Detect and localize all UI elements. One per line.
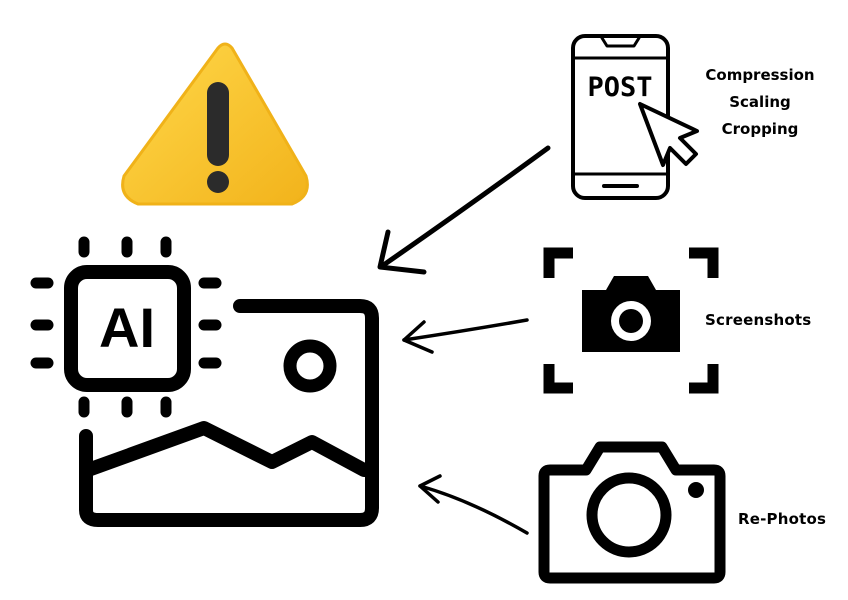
camera-icon <box>538 441 726 584</box>
ai-image-icon <box>30 236 379 527</box>
exclamation-dot <box>207 171 229 193</box>
arrow-rephotos-to-image <box>418 474 529 535</box>
label-screenshots: Screenshots <box>705 311 812 329</box>
arrow-screenshots-to-image <box>402 318 529 354</box>
label-scaling: Scaling <box>729 93 791 111</box>
camera-body-small <box>582 276 680 352</box>
post-processing-labels: Compression Scaling Cropping <box>696 62 824 143</box>
phone-post-icon <box>571 34 699 200</box>
exclamation-bar <box>207 82 229 166</box>
camera-flash-dot <box>688 482 704 498</box>
label-rephotos: Re-Photos <box>738 510 827 528</box>
phone-screen-text: POST <box>587 72 652 103</box>
arrow-post-to-image <box>377 145 551 275</box>
ai-chip <box>64 265 191 392</box>
label-compression: Compression <box>705 66 815 84</box>
warning-triangle-icon <box>121 42 309 206</box>
screenshot-camera-icon <box>543 247 719 394</box>
ai-chip-text: AI <box>99 296 155 359</box>
label-cropping: Cropping <box>721 120 799 138</box>
